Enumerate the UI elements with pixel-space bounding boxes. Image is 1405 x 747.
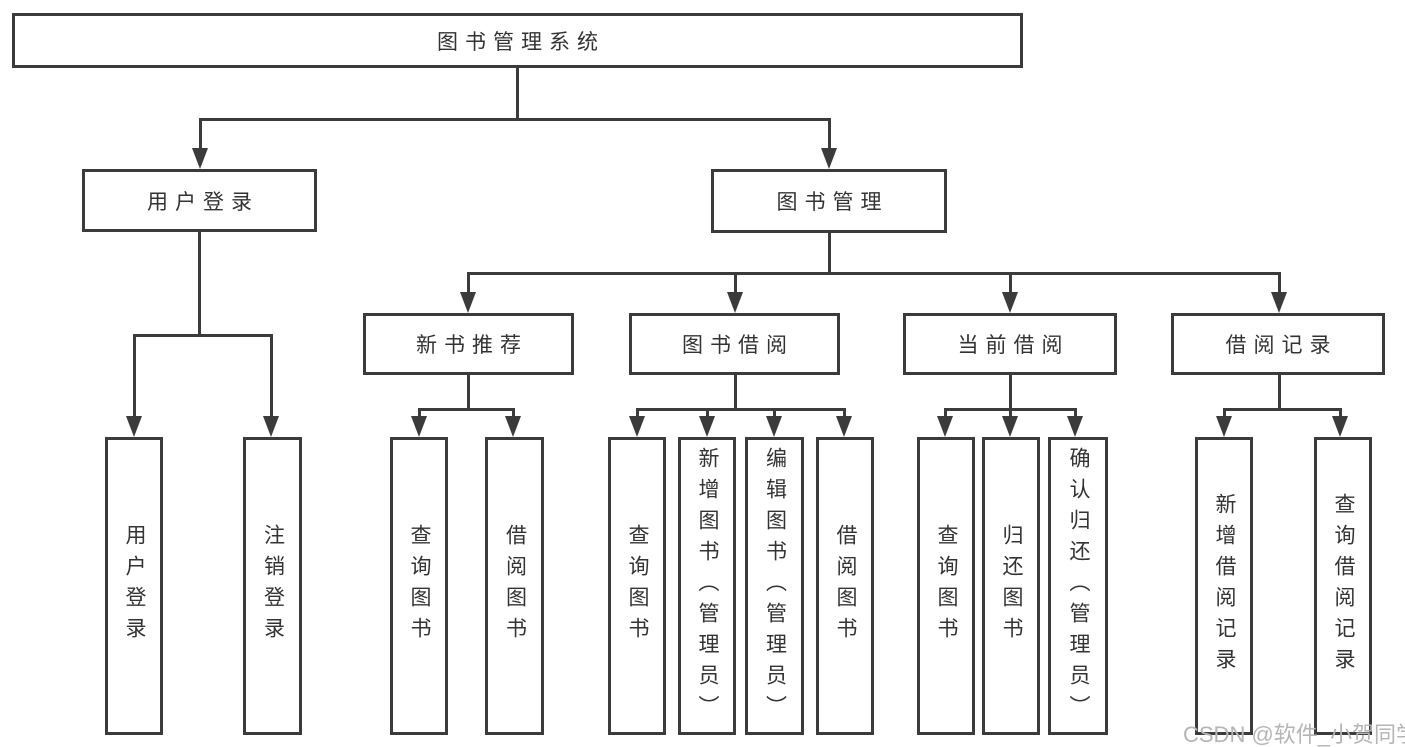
- connector-drop-new-book: [467, 272, 470, 294]
- node-label: 图书管理: [776, 191, 889, 214]
- node-label: 查询图书: [408, 524, 431, 648]
- node-label: 确认归还（管理员）: [1067, 446, 1090, 726]
- leaf-br-query-record: 查询借阅记录: [1314, 437, 1372, 735]
- node-label: 查询图书: [626, 524, 649, 648]
- node-book-borrow: 图书借阅: [629, 313, 840, 375]
- connector-nb-bar: [418, 408, 515, 411]
- node-borrow-records: 借阅记录: [1171, 313, 1385, 375]
- connector-drop: [636, 408, 639, 420]
- connector-bb-trunk: [734, 375, 737, 408]
- connector-drop-current: [1009, 272, 1012, 294]
- node-label: 新增借阅记录: [1213, 493, 1236, 679]
- node-book-management: 图书管理: [711, 169, 947, 233]
- connector-bb-bar: [636, 408, 845, 411]
- arrowhead-icon: [1271, 292, 1287, 313]
- connector-book-mgmt-bar: [467, 272, 1281, 275]
- connector-br-bar: [1223, 408, 1342, 411]
- node-label: 用户登录: [147, 190, 259, 214]
- node-new-book-recommend: 新书推荐: [363, 313, 574, 375]
- connector-drop: [1009, 408, 1012, 420]
- node-label: 借阅图书: [834, 524, 857, 648]
- node-label: 归还图书: [1000, 524, 1023, 648]
- leaf-bb-borrow-books: 借阅图书: [816, 437, 874, 735]
- node-label: 图书借阅: [682, 334, 794, 357]
- connector-drop: [1223, 408, 1226, 420]
- arrowhead-icon: [505, 416, 521, 437]
- leaf-cb-confirm-return-admin: 确认归还（管理员）: [1048, 437, 1108, 735]
- node-user-login: 用户登录: [82, 169, 317, 232]
- arrowhead-icon: [727, 292, 743, 313]
- node-label: 编辑图书（管理员）: [763, 446, 787, 726]
- arrowhead-icon: [1216, 416, 1232, 437]
- arrowhead-icon: [766, 416, 782, 437]
- connector-cb-trunk: [1009, 375, 1012, 408]
- node-label: 注销登录: [261, 524, 285, 648]
- arrowhead-icon: [192, 148, 208, 169]
- arrowhead-icon: [821, 148, 837, 169]
- connector-drop: [1074, 408, 1077, 420]
- arrowhead-icon: [629, 416, 645, 437]
- connector-drop-book-mgmt: [828, 118, 831, 152]
- connector-drop: [418, 408, 421, 420]
- node-label: 新书推荐: [416, 334, 528, 357]
- arrowhead-icon: [699, 416, 715, 437]
- connector-book-mgmt-trunk: [828, 233, 831, 272]
- arrowhead-icon: [411, 416, 427, 437]
- leaf-nb-borrow-books: 借阅图书: [485, 437, 544, 735]
- leaf-bb-query-books: 查询图书: [608, 437, 666, 735]
- connector-drop: [706, 408, 709, 420]
- connector-drop: [944, 408, 947, 420]
- node-label: 借阅记录: [1225, 334, 1338, 357]
- node-label: 用户登录: [123, 524, 146, 648]
- node-label: 查询借阅记录: [1332, 493, 1355, 679]
- node-current-borrow: 当前借阅: [903, 313, 1117, 375]
- connector-drop: [512, 408, 515, 420]
- connector-user-login-trunk: [198, 232, 201, 334]
- connector-drop-records: [1278, 272, 1281, 294]
- arrowhead-icon: [1067, 416, 1083, 437]
- arrowhead-icon: [1002, 292, 1018, 313]
- arrowhead-icon: [836, 416, 852, 437]
- connector-drop-leaf-login: [133, 334, 136, 416]
- arrowhead-icon: [1332, 416, 1348, 437]
- leaf-cb-return-books: 归还图书: [982, 437, 1040, 735]
- connector-drop-user-login: [199, 118, 202, 152]
- leaf-cb-query-books: 查询图书: [917, 437, 975, 735]
- node-label: 当前借阅: [957, 334, 1070, 357]
- arrowhead-icon: [460, 292, 476, 313]
- arrowhead-icon: [937, 416, 953, 437]
- connector-user-login-bar: [133, 334, 273, 337]
- csdn-watermark: CSDN @软件_小贺同学: [1183, 722, 1405, 747]
- leaf-br-add-record: 新增借阅记录: [1195, 437, 1253, 735]
- arrowhead-icon: [126, 416, 142, 437]
- leaf-user-login: 用户登录: [105, 437, 163, 735]
- connector-drop: [773, 408, 776, 420]
- node-label: 图书管理系统: [437, 30, 605, 54]
- arrowhead-icon: [1002, 416, 1018, 437]
- leaf-bb-edit-books-admin: 编辑图书（管理员）: [745, 437, 804, 735]
- arrowhead-icon: [263, 416, 279, 437]
- node-library-management-system: 图书管理系统: [12, 13, 1023, 68]
- leaf-bb-add-books-admin: 新增图书（管理员）: [678, 437, 736, 735]
- connector-root-trunk: [516, 68, 519, 119]
- connector-drop: [1339, 408, 1342, 420]
- connector-drop-borrow: [734, 272, 737, 294]
- leaf-logout: 注销登录: [243, 437, 302, 735]
- node-label: 借阅图书: [503, 524, 527, 648]
- leaf-nb-query-books: 查询图书: [390, 437, 448, 735]
- connector-drop: [843, 408, 846, 420]
- connector-root-bar: [199, 118, 831, 121]
- node-label: 查询图书: [935, 524, 958, 648]
- node-label: 新增图书（管理员）: [696, 446, 719, 726]
- connector-drop-leaf-logout: [270, 334, 273, 416]
- connector-nb-trunk: [467, 375, 470, 408]
- connector-br-trunk: [1278, 375, 1281, 408]
